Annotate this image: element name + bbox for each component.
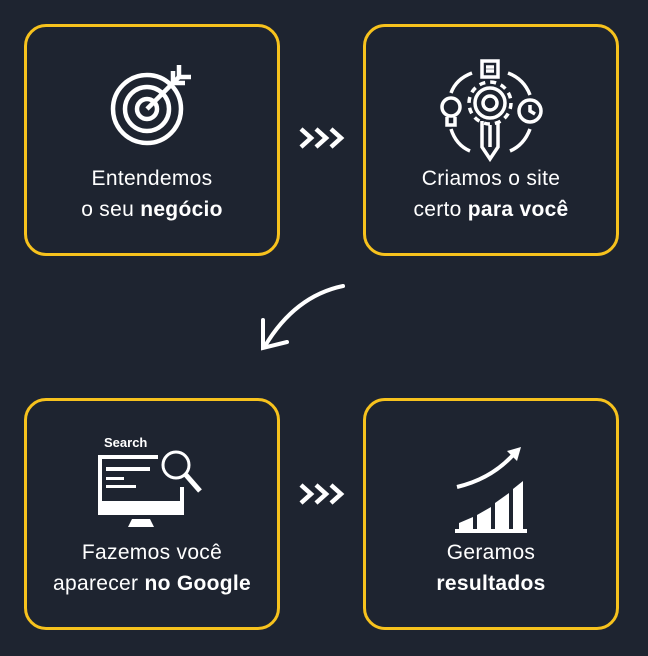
step-label: Criamos o site certo para você [413,167,569,221]
step-label: Geramos resultados [436,541,546,595]
growth-chart-icon [455,447,527,533]
step-label: Fazemos você aparecer no Google [53,541,251,595]
step-card-results: Geramos resultados [363,398,619,630]
target-icon [110,65,191,146]
creative-process-icon [440,59,543,163]
step-card-understand: Entendemos o seu negócio [24,24,280,256]
curved-arrow-icon [261,284,345,351]
step-label: Entendemos o seu negócio [81,167,223,221]
chevrons-right-icon [299,483,345,505]
svg-text:Search: Search [104,435,147,450]
chevrons-right-icon [299,127,345,149]
step-card-google: Search Fazemos você aparecer no Google [24,398,280,630]
step-card-create: Criamos o site certo para você [363,24,619,256]
search-monitor-icon: Search [98,435,202,527]
